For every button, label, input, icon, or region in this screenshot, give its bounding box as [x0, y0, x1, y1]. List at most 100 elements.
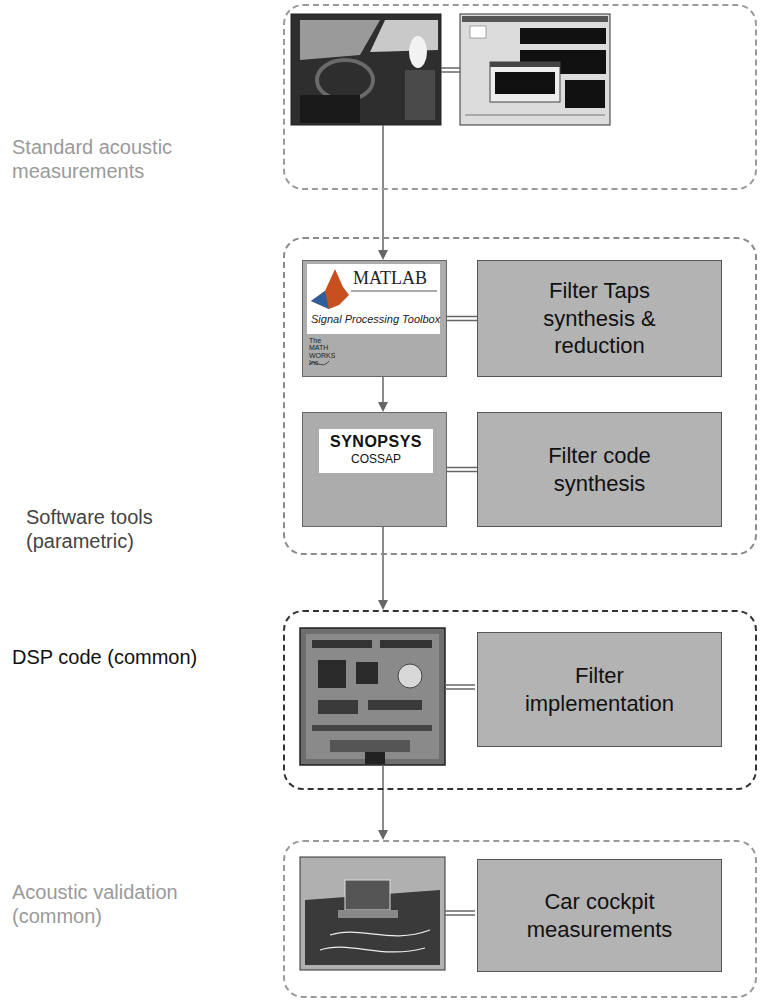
- software-screenshot: [460, 14, 610, 125]
- logo-panel: [319, 429, 433, 473]
- connector: [447, 317, 477, 321]
- software-screenshot: [462, 16, 608, 22]
- connector: [378, 377, 388, 412]
- connector-line: [447, 471, 477, 473]
- dsp-board-photo: [312, 725, 432, 731]
- group-label: Acoustic validation (common): [12, 880, 242, 928]
- car-trunk-photo: [320, 947, 425, 952]
- arrow-head: [378, 250, 388, 260]
- group-frame: Acoustic validation (common)Car cockpit …: [283, 840, 757, 998]
- logo-text-holder: The MATH WORKS Inc.: [309, 337, 339, 366]
- logo-membrane: [311, 291, 329, 309]
- logo-text-holder: MATLAB: [353, 269, 443, 289]
- dsp-board-photo: [300, 628, 445, 765]
- label-holder: Acoustic validation (common): [12, 880, 242, 928]
- cossap-logo: [303, 413, 448, 528]
- box-label: Filter Taps synthesis & reduction: [530, 277, 670, 360]
- logo-subtitle: COSSAP: [319, 453, 433, 466]
- box-label: Filter implementation: [505, 662, 695, 717]
- dsp-board-photo: [318, 660, 346, 688]
- dsp-board-photo: [306, 634, 439, 759]
- dsp-board-photo: [356, 662, 378, 684]
- connector: [378, 527, 388, 610]
- label-holder: Software tools (parametric): [26, 505, 226, 553]
- process-box: Filter implementation: [477, 632, 722, 747]
- software-screenshot: [465, 115, 605, 116]
- arrow-head: [378, 402, 388, 412]
- car-interior-photo: [300, 20, 380, 60]
- software-screenshot: [520, 28, 606, 44]
- dsp-board-photo: [365, 752, 385, 764]
- matlab-logo-box: MATLAB Signal Processing ToolboxThe MATH …: [302, 260, 447, 377]
- car-interior-photo: [409, 36, 427, 68]
- dsp-board-photo: [312, 640, 372, 648]
- car-trunk-photo: [300, 857, 445, 970]
- logo-membrane: [311, 269, 349, 309]
- car-trunk-photo: [338, 910, 398, 918]
- software-screenshot: [565, 80, 605, 108]
- connector: [378, 790, 388, 840]
- layout-wire: [382, 765, 384, 790]
- dsp-board-photo: [368, 700, 422, 710]
- car-interior-photo: [317, 60, 373, 100]
- dsp-board-photo: [330, 740, 410, 752]
- group-label: DSP code (common): [12, 645, 212, 669]
- group-label: Software tools (parametric): [26, 505, 226, 553]
- car-trunk-photo: [300, 857, 445, 970]
- logo-text-holder: COSSAP: [319, 453, 433, 466]
- layout-wire: [445, 684, 475, 686]
- connector-line: [382, 790, 384, 831]
- logo-maker: The MATH WORKS Inc.: [309, 337, 339, 366]
- layout-wire: [382, 125, 384, 190]
- group-frame: Standard acoustic measurements: [283, 4, 757, 190]
- car-interior-photo: [291, 14, 441, 125]
- software-screenshot: [490, 62, 560, 67]
- connector-line: [382, 527, 384, 601]
- dsp-board-photo: [380, 640, 432, 648]
- logo-title: MATLAB: [353, 269, 443, 289]
- box-label: Car cockpit measurements: [520, 888, 680, 943]
- car-trunk-photo: [330, 930, 430, 936]
- software-screenshot: [490, 62, 560, 102]
- process-box: Filter code synthesis: [477, 412, 722, 527]
- car-interior-photo: [300, 95, 360, 123]
- process-box: Filter Taps synthesis & reduction: [477, 260, 722, 377]
- car-interior-photo: [291, 14, 441, 125]
- dsp-board-photo: [398, 664, 422, 688]
- connector: [378, 190, 388, 260]
- layout-wire: [445, 914, 475, 916]
- logo-text-holder: Signal Processing Toolbox: [311, 313, 441, 325]
- logo-title: SYNOPSYS: [319, 433, 433, 451]
- group-frame: Software tools (parametric)MATLABSignal …: [283, 237, 757, 555]
- logo-subtitle: Signal Processing Toolbox: [311, 313, 441, 325]
- connector-line: [447, 320, 477, 322]
- layout-wire: [445, 688, 475, 690]
- group-frame: DSP code (common)Filter implementation: [283, 610, 757, 790]
- box-label: Filter code synthesis: [515, 442, 685, 497]
- arrow-head: [378, 830, 388, 840]
- label-holder: Standard acoustic measurements: [12, 135, 262, 183]
- arrow-head: [378, 600, 388, 610]
- car-trunk-photo: [345, 880, 390, 910]
- connector-line: [382, 377, 384, 403]
- connector-line: [382, 190, 384, 251]
- software-screenshot: [470, 26, 486, 38]
- connector: [447, 468, 477, 472]
- connector-line: [447, 316, 477, 318]
- cossap-logo-box: SYNOPSYS COSSAP: [302, 412, 447, 527]
- dsp-board-photo: [318, 700, 358, 714]
- car-interior-photo: [370, 20, 438, 52]
- group-label: Standard acoustic measurements: [12, 135, 262, 183]
- dsp-board-photo: [300, 628, 445, 765]
- layout-wire: [441, 71, 460, 73]
- software-screenshot: [460, 14, 610, 125]
- car-interior-photo: [405, 70, 435, 120]
- logo-text-holder: SYNOPSYS: [319, 433, 433, 451]
- label-holder: DSP code (common): [12, 645, 212, 669]
- logo-rule: [351, 291, 437, 292]
- layout-wire: [445, 910, 475, 912]
- layout-wire: [441, 67, 460, 69]
- connector-line: [447, 467, 477, 469]
- process-box: Car cockpit measurements: [477, 859, 722, 972]
- software-screenshot: [495, 72, 555, 94]
